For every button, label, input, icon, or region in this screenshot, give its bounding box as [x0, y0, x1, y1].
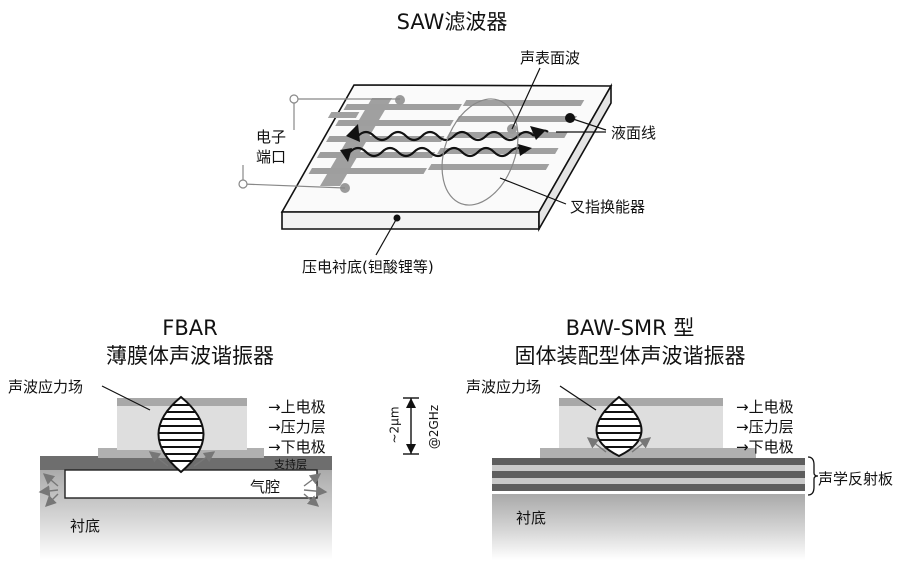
saw-pad: [395, 95, 405, 105]
fbar-title-line1: FBAR: [162, 316, 218, 340]
smr-label-substrate: 衬底: [516, 509, 547, 527]
smr-illustration: [492, 385, 819, 560]
saw-wave-arrowhead: [340, 148, 352, 162]
saw-port-leads: [242, 98, 400, 189]
saw-port-terminal: [289, 94, 299, 104]
smr-reflector-brace: [807, 456, 819, 496]
fbar-label-support: 支持层: [274, 458, 307, 471]
fbar-label-bottom-electrode: →下电极: [268, 438, 326, 456]
smr-reflector-3: [492, 484, 805, 491]
saw-wave-arrowhead: [346, 124, 360, 142]
smr-label-top-electrode: →上电极: [736, 398, 794, 416]
fbar-cavity: [64, 469, 318, 499]
fbar-title-line2: 薄膜体声波谐振器: [106, 344, 274, 368]
smr-title-line1: BAW-SMR 型: [565, 316, 695, 340]
saw-wave-lower: [349, 146, 527, 158]
smr-reflector-1: [492, 458, 805, 465]
saw-wave-arrowhead: [530, 126, 546, 140]
fbar-label-cavity: 气腔: [250, 478, 281, 496]
saw-label-idt: 叉指换能器: [570, 198, 646, 216]
smr-bottom-electrode: [540, 448, 756, 458]
saw-label-surface-wave: 声表面波: [520, 49, 581, 67]
saw-slab-side: [538, 82, 612, 233]
fbar-label-top-electrode: →上电极: [268, 398, 326, 416]
saw-label-port-1: 电子: [256, 128, 287, 146]
saw-port-terminal: [238, 179, 248, 189]
saw-label-substrate: 压电衬底(钽酸锂等): [302, 258, 434, 276]
saw-wave-arrowhead: [518, 144, 532, 156]
smr-substrate: [492, 494, 805, 560]
fbar-label-wave: 声波应力场: [8, 378, 84, 396]
smr-label-reflector: 声学反射板: [818, 470, 894, 488]
scale-bar: [403, 397, 419, 455]
saw-filter-illustration: [238, 67, 613, 256]
smr-reflector-gap: [492, 465, 805, 471]
fbar-label-piezo: →压力层: [268, 418, 326, 436]
saw-slab-front: [281, 211, 540, 230]
saw-title: SAW滤波器: [396, 10, 508, 34]
fbar-illustration: [38, 385, 332, 560]
saw-label-absorber: 液面线: [611, 124, 657, 142]
smr-label-wave: 声波应力场: [466, 378, 542, 396]
smr-reflector-2: [492, 471, 805, 478]
fbar-label-substrate: 衬底: [70, 517, 101, 535]
saw-wave-upper: [357, 130, 535, 142]
smr-top-electrode: [559, 398, 723, 406]
saw-focus-ellipse: [441, 98, 519, 206]
scale-label-size: ~2μm: [387, 406, 402, 444]
smr-label-piezo: →压力层: [736, 418, 794, 436]
smr-label-bottom-electrode: →下电极: [736, 438, 794, 456]
saw-label-port-2: 端口: [256, 148, 287, 166]
smr-title-line2: 固体装配型体声波谐振器: [514, 344, 746, 368]
scale-label-freq: @2GHz: [427, 404, 442, 450]
saw-leader-lines: [375, 67, 607, 256]
smr-reflector-gap: [492, 478, 805, 484]
